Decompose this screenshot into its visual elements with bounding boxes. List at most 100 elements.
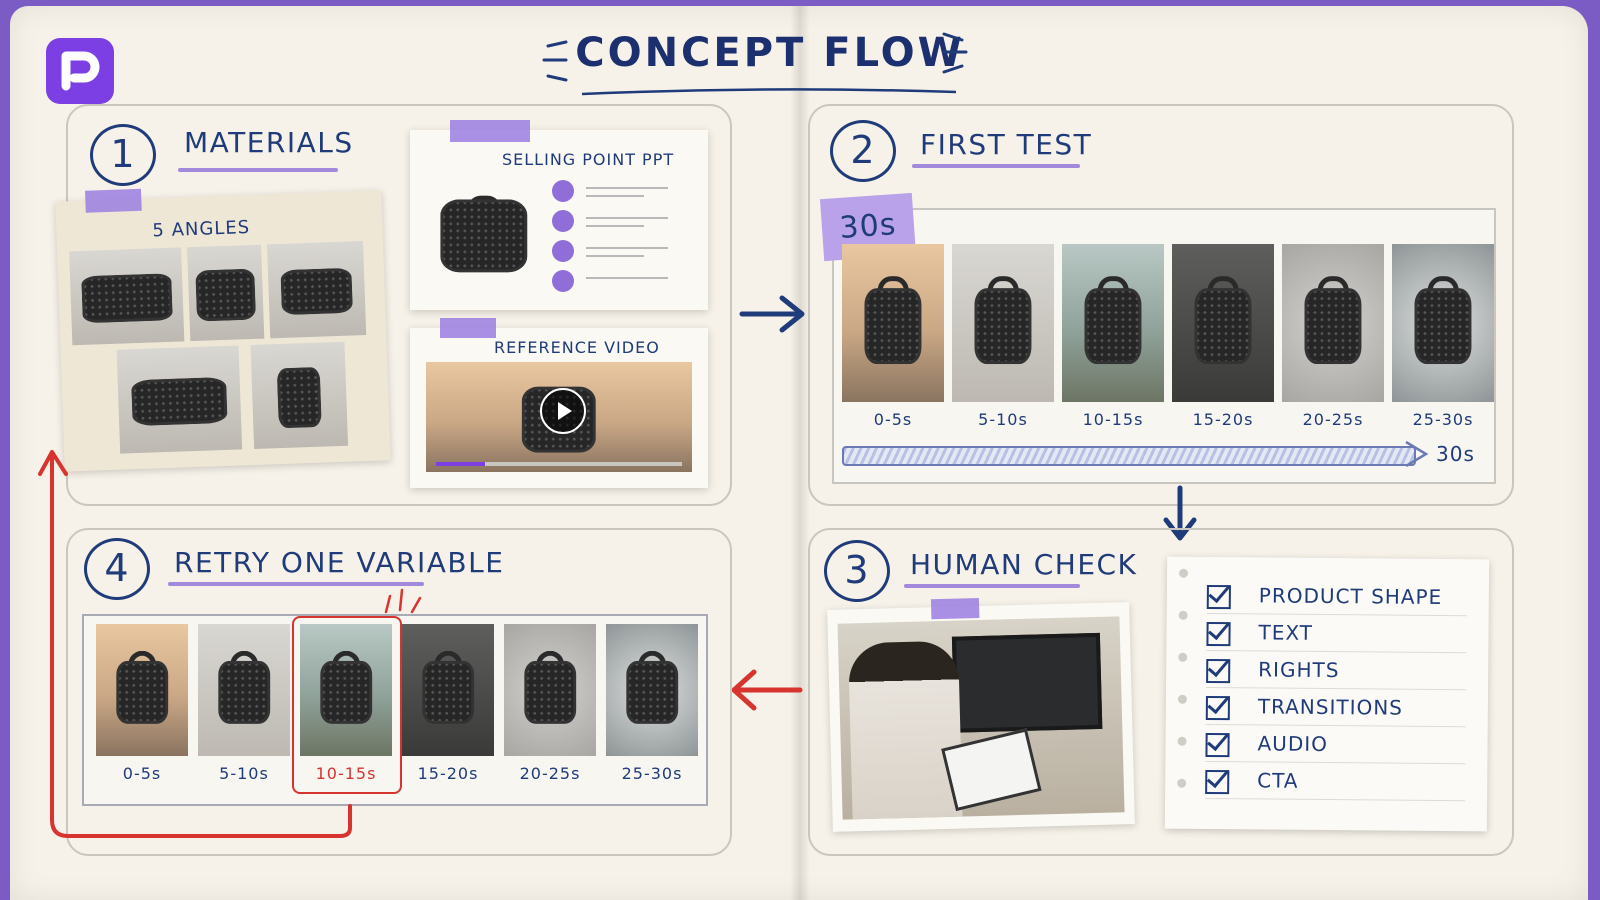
human-check-title: HUMAN CHECK: [910, 548, 1138, 581]
play-button[interactable]: [540, 388, 586, 434]
page-title: CONCEPT FLOW: [575, 30, 965, 76]
checklist-item-label: TRANSITIONS: [1257, 694, 1404, 720]
angle-photo-2: [187, 244, 265, 342]
retry-frame[interactable]: [300, 624, 392, 756]
tape: [85, 188, 142, 213]
angles-card: 5 ANGLES: [55, 188, 391, 472]
notebook-spine: [790, 6, 810, 900]
checkbox-checked-icon[interactable]: [1206, 658, 1231, 684]
loop-back-arrow-icon: [38, 450, 352, 838]
timeline-bar: [842, 446, 1416, 466]
link-icon: [552, 270, 574, 292]
angles-label: 5 ANGLES: [152, 216, 251, 242]
first-test-frame-label: 0-5s: [873, 410, 913, 429]
logo-p-icon: [61, 51, 100, 91]
retry-frame-label: 10-15s: [315, 764, 377, 783]
step-3-circle: 3: [824, 540, 890, 602]
checklist-item-label: CTA: [1257, 768, 1299, 793]
checklist-item[interactable]: RIGHTS: [1206, 657, 1467, 691]
speaker-icon: [552, 180, 574, 202]
checklist-item[interactable]: TRANSITIONS: [1205, 694, 1466, 728]
first-test-title: FIRST TEST: [920, 128, 1093, 161]
arrow-left-icon: [731, 669, 803, 711]
checklist-line: [1205, 797, 1466, 802]
retry-panel: [66, 528, 732, 856]
video-progress-bar[interactable]: [436, 462, 682, 466]
checkbox-checked-icon[interactable]: [1206, 584, 1231, 610]
battery-icon: [552, 210, 574, 232]
ppt-label: SELLING POINT PPT: [502, 150, 675, 169]
checkbox-checked-icon[interactable]: [1205, 695, 1230, 721]
first-test-frame[interactable]: [1392, 244, 1494, 402]
checkbox-checked-icon[interactable]: [1206, 621, 1231, 647]
retry-frame-label: 25-30s: [621, 764, 683, 783]
title-dash-left-icon: [542, 40, 568, 82]
first-test-frame[interactable]: [1172, 244, 1274, 402]
first-test-underline: [912, 164, 1080, 168]
checklist-line: [1205, 723, 1466, 728]
title-underline: [581, 88, 957, 96]
human-check-photo-card: [827, 598, 1135, 832]
checklist-item[interactable]: PRODUCT SHAPE: [1206, 583, 1467, 617]
tape: [930, 598, 980, 620]
retry-frame[interactable]: [96, 624, 188, 756]
water-drop-icon: [552, 240, 574, 262]
angle-photo-1: [69, 247, 185, 346]
retry-frame[interactable]: [606, 624, 698, 756]
checkbox-checked-icon[interactable]: [1205, 769, 1230, 795]
first-test-frame-label: 20-25s: [1302, 410, 1364, 429]
human-check-underline: [904, 584, 1080, 588]
checklist-item[interactable]: CTA: [1205, 768, 1466, 802]
first-test-frame-label: 5-10s: [978, 410, 1028, 429]
retry-frame[interactable]: [402, 624, 494, 756]
reference-video-card: REFERENCE VIDEO: [410, 318, 708, 488]
first-test-frame[interactable]: [842, 244, 944, 402]
checklist-paper: PRODUCT SHAPE TEXT RIGHTS TRANSITIONS AUDIO C…: [1164, 556, 1490, 832]
first-test-panel: [808, 104, 1514, 506]
human-check-panel: [808, 528, 1514, 856]
step-1-circle: 1: [90, 124, 156, 186]
video-progress-fill: [436, 462, 486, 466]
timeline-arrow-icon: [1405, 440, 1429, 468]
video-label: REFERENCE VIDEO: [494, 338, 660, 357]
checkbox-checked-icon[interactable]: [1205, 732, 1230, 758]
angle-photo-5: [250, 341, 349, 449]
checklist-item[interactable]: TEXT: [1206, 620, 1467, 654]
retry-frame-label: 15-20s: [417, 764, 479, 783]
retry-frame-label: 5-10s: [219, 764, 269, 783]
retry-frame[interactable]: [504, 624, 596, 756]
step-2-circle: 2: [830, 120, 896, 182]
step-4-circle: 4: [84, 538, 150, 600]
retry-frame-label: 0-5s: [122, 764, 162, 783]
checklist-line: [1205, 760, 1466, 765]
monitor: [951, 632, 1103, 733]
timeline-end-label: 30s: [1436, 442, 1475, 466]
angle-photo-3: [267, 241, 367, 339]
tape: [440, 318, 496, 338]
checklist-item[interactable]: AUDIO: [1205, 731, 1466, 765]
retry-title: RETRY ONE VARIABLE: [174, 546, 505, 579]
angle-photo-4: [116, 345, 243, 454]
retry-underline: [168, 582, 424, 586]
retry-frame-label: 20-25s: [519, 764, 581, 783]
tape: [450, 120, 530, 142]
first-test-frame[interactable]: [952, 244, 1054, 402]
highlight-spark-icon: [384, 588, 422, 614]
first-test-frame-label: 15-20s: [1192, 410, 1254, 429]
materials-underline: [178, 168, 338, 172]
checklist-line: [1206, 686, 1467, 691]
ppt-product-photo: [428, 170, 540, 296]
title-dash-right-icon: [942, 32, 968, 74]
checklist-item-label: PRODUCT SHAPE: [1258, 583, 1443, 610]
first-test-frame[interactable]: [1062, 244, 1164, 402]
reviewer: [848, 640, 963, 820]
arrow-right-icon: [739, 295, 805, 333]
checklist-line: [1206, 649, 1467, 654]
retry-frame[interactable]: [198, 624, 290, 756]
checklist-item-label: TEXT: [1258, 620, 1314, 645]
materials-title: MATERIALS: [184, 126, 354, 159]
checklist-item-label: RIGHTS: [1258, 657, 1340, 683]
ppt-text-lines: [586, 187, 668, 279]
first-test-frame-label: 10-15s: [1082, 410, 1144, 429]
first-test-frame[interactable]: [1282, 244, 1384, 402]
